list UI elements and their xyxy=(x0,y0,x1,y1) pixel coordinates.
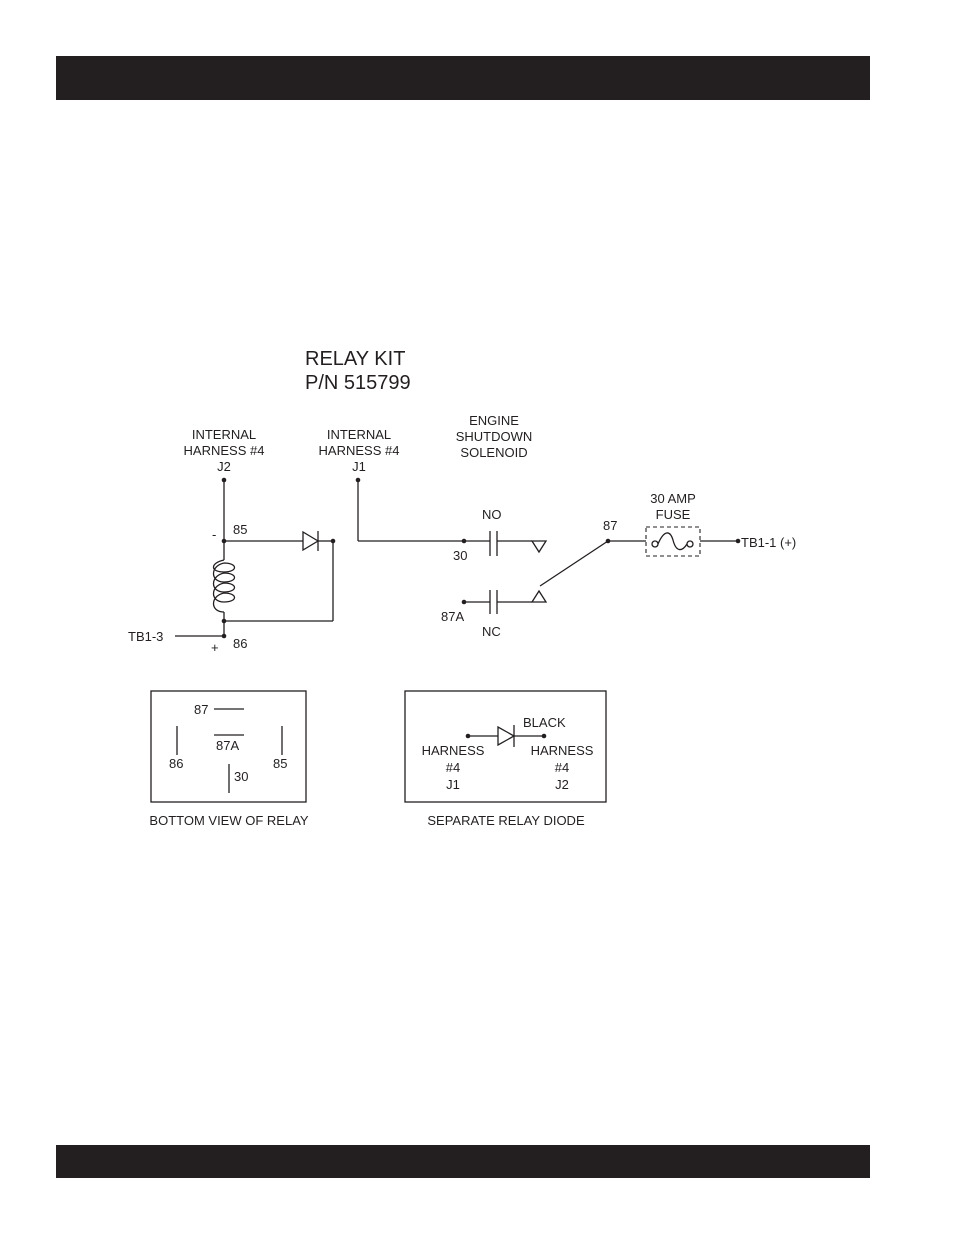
relay-coil xyxy=(214,560,235,612)
solenoid-line2: SHUTDOWN xyxy=(456,429,533,444)
terminal-85-label: 85 xyxy=(233,522,247,537)
separate-relay-diode: BLACK HARNESS #4 J1 HARNESS #4 J2 xyxy=(405,691,606,802)
terminal-87a-label: 87A xyxy=(441,609,464,624)
solenoid-line3: SOLENOID xyxy=(460,445,527,460)
relay-pin-85: 85 xyxy=(273,756,287,771)
relay-pin-87a: 87A xyxy=(216,738,239,753)
diode-right-line1: HARNESS xyxy=(531,743,594,758)
harness-j2-line1: INTERNAL xyxy=(192,427,256,442)
relay-pin-87: 87 xyxy=(194,702,208,717)
diode-black-label: BLACK xyxy=(523,715,566,730)
diode-symbol xyxy=(303,532,318,550)
terminal-87-label: 87 xyxy=(603,518,617,533)
harness-j2-line2: HARNESS #4 xyxy=(184,443,265,458)
relay-pin-86: 86 xyxy=(169,756,183,771)
diode-right-line3: J2 xyxy=(555,777,569,792)
harness-j1-line1: INTERNAL xyxy=(327,427,391,442)
minus-label: - xyxy=(212,527,216,542)
bottom-view-of-relay: 87 87A 86 85 30 xyxy=(151,691,306,802)
harness-j1-line3: J1 xyxy=(352,459,366,474)
harness-j1-line2: HARNESS #4 xyxy=(319,443,400,458)
terminal-86-label: 86 xyxy=(233,636,247,651)
bottom-view-caption: BOTTOM VIEW OF RELAY xyxy=(149,813,308,828)
fuse-label-line1: 30 AMP xyxy=(650,491,696,506)
no-contact-triangle xyxy=(532,541,546,552)
diode-right-line2: #4 xyxy=(555,760,569,775)
diode-left-line3: J1 xyxy=(446,777,460,792)
plus-label: + xyxy=(211,640,219,655)
nc-label: NC xyxy=(482,624,501,639)
no-label: NO xyxy=(482,507,502,522)
tb1-1-label: TB1-1 (+) xyxy=(741,535,796,550)
relay-pin-30: 30 xyxy=(234,769,248,784)
harness-j2-line3: J2 xyxy=(217,459,231,474)
terminal-30-label: 30 xyxy=(453,548,467,563)
coil-circuit xyxy=(175,478,335,639)
fuse-element xyxy=(658,533,687,550)
tb1-3-label: TB1-3 xyxy=(128,629,163,644)
diode-left-line1: HARNESS xyxy=(422,743,485,758)
diode-left-line2: #4 xyxy=(446,760,460,775)
solenoid-line1: ENGINE xyxy=(469,413,519,428)
fuse-label-line2: FUSE xyxy=(656,507,691,522)
nc-contact-triangle xyxy=(532,591,546,602)
diode-caption: SEPARATE RELAY DIODE xyxy=(427,813,585,828)
